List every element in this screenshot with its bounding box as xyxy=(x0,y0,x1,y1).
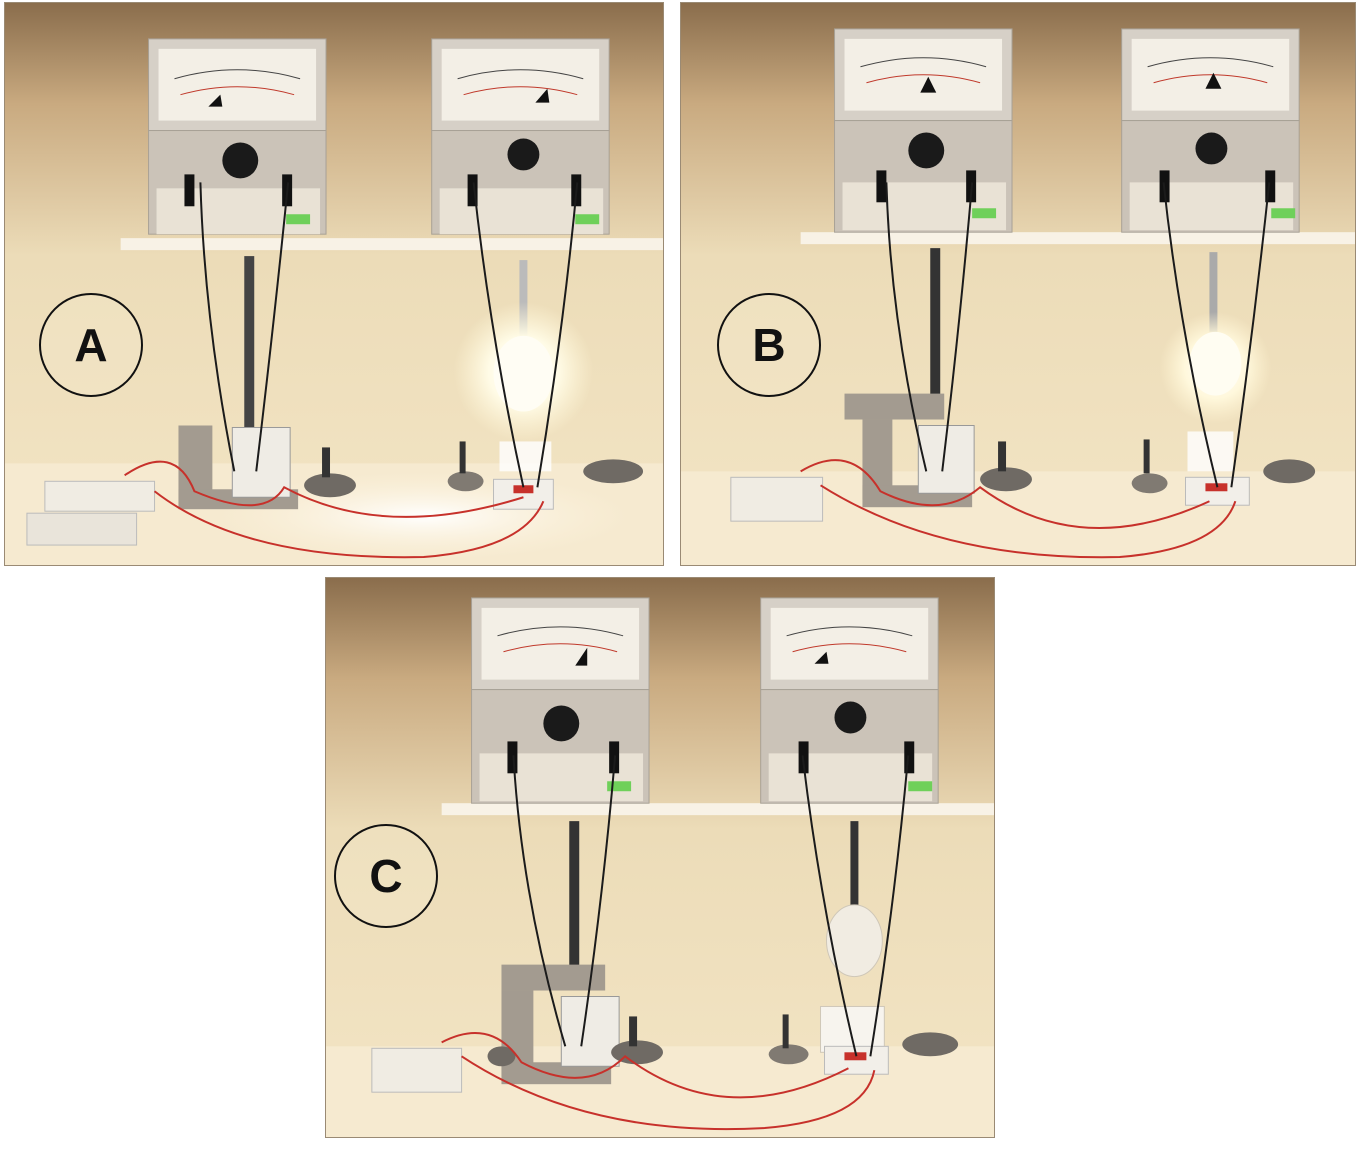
left-meter xyxy=(834,28,1013,233)
magnet-and-coil xyxy=(844,393,1032,508)
label-a: A xyxy=(74,319,108,371)
experiment-photo-c xyxy=(326,578,994,1137)
experiment-photo-a xyxy=(5,3,663,565)
photo-panel-a: A xyxy=(4,2,664,566)
experiment-photo-b xyxy=(681,3,1355,565)
label-b: B xyxy=(752,319,786,371)
right-meter xyxy=(760,597,939,804)
left-meter xyxy=(471,597,650,804)
label-circle-b: B xyxy=(717,293,821,397)
right-meter xyxy=(1121,28,1300,233)
label-circle-c: C xyxy=(334,824,438,928)
right-meter xyxy=(431,38,610,235)
photo-panel-b: B xyxy=(680,2,1356,566)
bulb-unlit xyxy=(820,904,885,1053)
label-c: C xyxy=(369,850,403,902)
magnet-and-coil xyxy=(487,964,663,1085)
photo-panel-c: C xyxy=(325,577,995,1138)
left-meter xyxy=(148,38,327,235)
label-circle-a: A xyxy=(39,293,143,397)
